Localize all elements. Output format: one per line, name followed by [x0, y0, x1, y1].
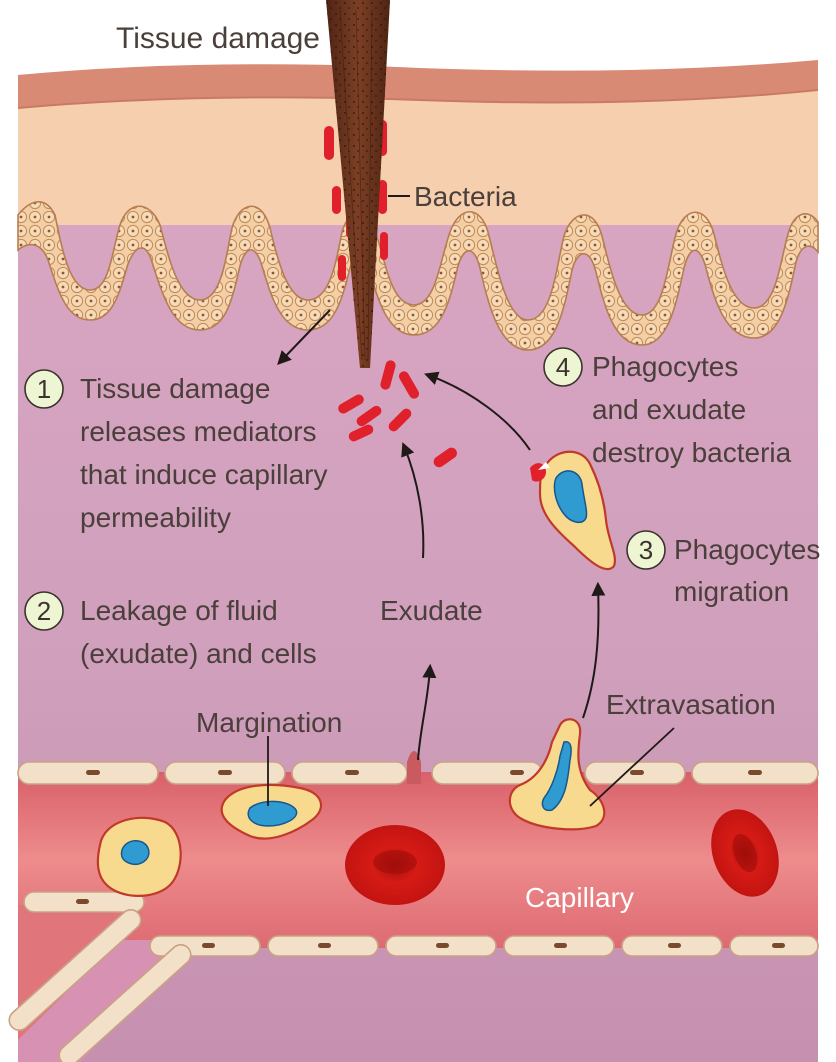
step-badge-1: 1 — [25, 370, 63, 408]
svg-text:1: 1 — [37, 374, 51, 404]
svg-text:Phagocytes: Phagocytes — [592, 351, 738, 382]
step-badge-2: 2 — [25, 592, 63, 630]
label-margination: Margination — [196, 707, 342, 738]
svg-text:destroy bacteria: destroy bacteria — [592, 437, 792, 468]
svg-text:migration: migration — [674, 576, 789, 607]
label-exudate: Exudate — [380, 595, 483, 626]
svg-text:(exudate) and cells: (exudate) and cells — [80, 638, 317, 669]
step-badge-4: 4 — [544, 348, 582, 386]
svg-text:that induce capillary: that induce capillary — [80, 459, 327, 490]
svg-text:Phagocytes: Phagocytes — [674, 534, 820, 565]
svg-text:2: 2 — [37, 596, 51, 626]
svg-text:Tissue damage: Tissue damage — [80, 373, 270, 404]
label-bacteria: Bacteria — [414, 181, 517, 212]
svg-text:releases mediators: releases mediators — [80, 416, 317, 447]
svg-text:Leakage of fluid: Leakage of fluid — [80, 595, 278, 626]
phagocyte — [98, 818, 181, 896]
svg-text:3: 3 — [639, 535, 653, 565]
svg-text:4: 4 — [556, 352, 570, 382]
svg-text:permeability: permeability — [80, 502, 231, 533]
svg-text:and exudate: and exudate — [592, 394, 746, 425]
step-badge-3: 3 — [627, 531, 665, 569]
label-tissue-damage: Tissue damage — [116, 22, 320, 55]
label-capillary: Capillary — [525, 882, 634, 913]
label-extravasation: Extravasation — [606, 689, 776, 720]
